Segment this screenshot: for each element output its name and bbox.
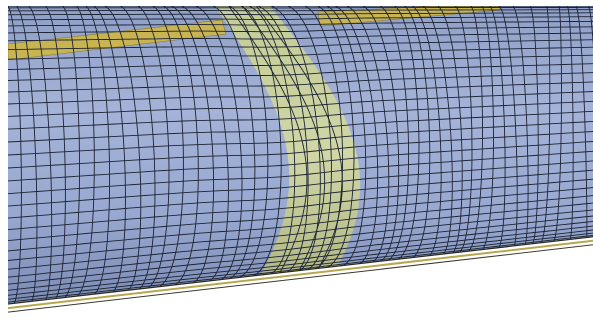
mesh-column-line — [120, 6, 156, 290]
mesh-column-line — [404, 6, 431, 258]
mesh-row-line — [8, 232, 593, 300]
mesh-row-line — [8, 110, 593, 143]
shell-bottom-edge-outer — [7, 244, 593, 313]
mesh-row-line — [8, 225, 593, 291]
band-mesh-line — [228, 6, 308, 305]
mesh-row-line — [8, 6, 593, 9]
mesh-column-line — [454, 6, 473, 253]
mesh-column-line — [137, 6, 170, 289]
mesh-column-line — [180, 6, 229, 282]
mesh-row-line — [8, 150, 593, 195]
mesh-column-line — [553, 6, 562, 242]
mesh-column-line — [152, 6, 184, 288]
mesh-column-line — [540, 6, 551, 243]
mesh-column-line — [195, 6, 243, 280]
mesh-row-line — [8, 202, 593, 261]
mesh-row-line — [8, 100, 593, 130]
mesh-column-line — [212, 6, 256, 279]
longitudinal-stripe-left — [8, 19, 227, 61]
mesh-column-line — [346, 6, 390, 263]
mesh-column-line — [468, 6, 483, 252]
mesh-column-line — [379, 6, 410, 261]
mesh-column-line — [16, 6, 38, 302]
shell-bottom-edge — [7, 236, 593, 305]
band-mesh-line — [255, 6, 343, 305]
mesh-column-line — [481, 6, 494, 250]
mesh-row-line — [8, 160, 593, 207]
mesh-column-line — [588, 6, 593, 237]
mesh-row-line — [8, 131, 593, 169]
mesh-column-line — [28, 6, 53, 300]
mesh-row-line — [8, 26, 593, 34]
mesh-column-line — [394, 6, 420, 260]
mesh-column-line — [411, 6, 442, 256]
mesh-row-line — [8, 215, 593, 278]
mesh-column-line — [8, 6, 22, 304]
mesh-row-line — [8, 141, 593, 182]
mesh-row-line — [8, 63, 593, 81]
mesh-row-line — [8, 220, 593, 285]
mesh-column-line — [85, 6, 111, 295]
mesh-row-line — [8, 187, 593, 242]
mesh-column-line — [512, 6, 529, 245]
mesh-row-line — [8, 178, 593, 231]
band-mesh-line — [242, 6, 326, 305]
mesh-column-line — [304, 6, 344, 270]
mesh-row-line — [8, 32, 593, 42]
mesh-row-line — [8, 46, 593, 60]
mesh-column-line — [163, 6, 199, 286]
mesh-column-line — [567, 6, 574, 240]
mesh-column-line — [422, 6, 453, 255]
mesh-column-line — [104, 6, 142, 291]
mesh-column-line — [575, 6, 588, 238]
mesh-row-line — [8, 169, 593, 219]
mesh-column-line — [170, 6, 215, 284]
mesh-row-line — [8, 12, 593, 16]
mesh-column-line — [529, 6, 539, 244]
mesh-row-line — [8, 16, 593, 21]
shell-bottom-edge-highlight — [7, 239, 593, 310]
mesh-column-line — [248, 6, 296, 275]
mesh-column-line — [489, 6, 506, 248]
mesh-row-line — [8, 81, 593, 105]
mesh-row-line — [8, 39, 593, 51]
mesh-column-line — [362, 6, 400, 262]
mesh-column-line — [228, 6, 269, 278]
mesh-column-line — [257, 6, 309, 273]
mesh-row-line — [8, 54, 593, 70]
mesh-column-line — [326, 6, 367, 266]
mesh-column-line — [334, 6, 379, 264]
mesh-column-line — [93, 6, 126, 293]
mesh-row-line — [8, 91, 593, 117]
mesh-column-line — [45, 6, 66, 299]
mesh-column-line — [76, 6, 95, 297]
mesh-row-line — [8, 9, 593, 12]
mesh-row-line — [8, 229, 593, 296]
mesh-column-line — [317, 6, 355, 268]
mesh-row-line — [8, 120, 593, 156]
mesh-column-line — [498, 6, 518, 247]
mesh-column-line — [437, 6, 463, 254]
mesh-column-line — [62, 6, 80, 298]
mesh-column-line — [287, 6, 332, 270]
